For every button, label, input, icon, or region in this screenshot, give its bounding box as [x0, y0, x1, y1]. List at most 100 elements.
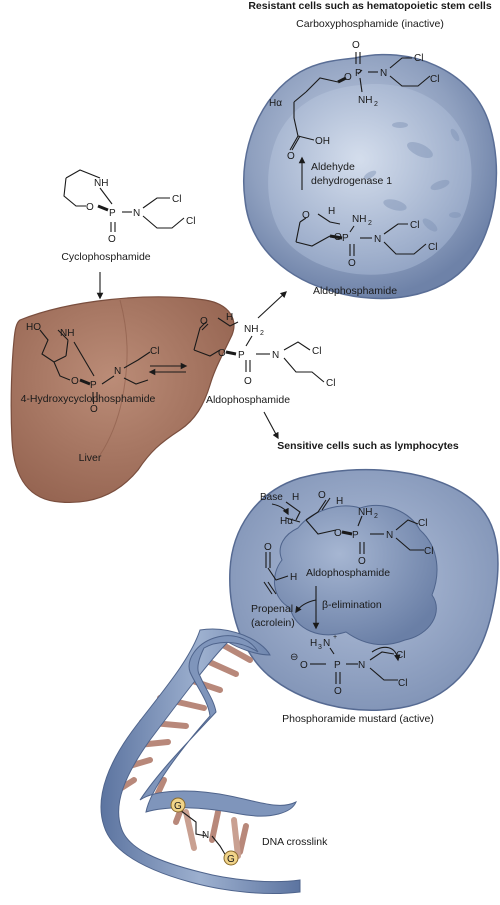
- chem-nh: NH: [60, 328, 74, 339]
- chem-cl: Cl: [326, 378, 335, 389]
- propenal-label-line1: Propenal: [251, 603, 293, 615]
- chem-cl: Cl: [418, 518, 427, 529]
- chem-o: O: [90, 404, 98, 415]
- aldh-label-line2: dehydrogenase 1: [311, 175, 392, 187]
- chem-o: O: [244, 376, 252, 387]
- aldophosphamide-resistant-structure: O H NH 2 P O N O Cl Cl: [295, 206, 437, 269]
- aldophosphamide-sensitive-structure: Base H Hα O H O P NH 2 N O Cl Cl: [260, 490, 433, 567]
- chem-ho: HO: [26, 322, 41, 333]
- carboxyphosphamide-label: Carboxyphosphamide (inactive): [296, 18, 444, 30]
- chem-o: O: [318, 490, 326, 501]
- arrow-to-resistant: [257, 291, 287, 319]
- liver-lobe-line: [99, 299, 128, 456]
- chem-n: N: [358, 660, 365, 671]
- propenal-structure: O H: [263, 542, 297, 595]
- chem-o: O: [287, 151, 295, 162]
- guanine-b: [223, 850, 239, 866]
- resistant-title: Resistant cells such as hematopoietic st…: [248, 0, 492, 12]
- chem-p: P: [352, 530, 359, 541]
- resistant-cell: [243, 53, 498, 300]
- cyclophosphamide-label: Cyclophosphamide: [61, 251, 150, 263]
- aldophosphamide-liver-label: Aldophosphamide: [206, 394, 290, 406]
- sensitive-cell: [229, 468, 499, 711]
- dna-crosslink-label: DNA crosslink: [262, 836, 328, 848]
- chem-o: O: [302, 210, 310, 221]
- chem-nh2: NH: [358, 507, 372, 518]
- chem-nh2: NH: [352, 214, 366, 225]
- chem-charge-plus: +: [333, 634, 337, 641]
- chem-n: N: [380, 68, 387, 79]
- chem-base: Base: [260, 492, 283, 503]
- chem-cl: Cl: [396, 650, 405, 661]
- chem-n: N: [133, 208, 140, 219]
- chem-o: O: [86, 202, 94, 213]
- chem-o: O: [334, 528, 342, 539]
- guanine-a-label: G: [174, 801, 182, 812]
- chem-h: H: [336, 496, 343, 507]
- aldh-label-line1: Aldehyde: [311, 161, 355, 173]
- dna-backbone-b: [139, 635, 297, 817]
- chem-p: P: [334, 660, 341, 671]
- propenal-label-line2: (acrolein): [251, 617, 295, 629]
- cyclophosphamide-structure: NH O P N O Cl Cl: [63, 169, 195, 245]
- chem-nh2: NH: [244, 324, 258, 335]
- chem-oh: OH: [315, 136, 330, 147]
- beta-elimination-label: β-elimination: [322, 599, 382, 611]
- chem-cl: Cl: [414, 53, 423, 64]
- chem-p: P: [238, 350, 245, 361]
- chem-h: H: [328, 206, 335, 217]
- chem-cl: Cl: [430, 74, 439, 85]
- sensitive-title: Sensitive cells such as lymphocytes: [277, 440, 459, 452]
- chem-nh2: NH: [358, 95, 372, 106]
- carboxyphosphamide-structure: O O P N Cl Cl NH 2 Hα O OH: [269, 40, 439, 162]
- chem-n: N: [323, 638, 330, 649]
- chem-h: H: [226, 312, 233, 323]
- dna-helix: [100, 628, 301, 895]
- chem-sub-3: 3: [318, 644, 322, 651]
- aldophosphamide-liver-structure: O H O P NH 2 N O Cl Cl: [193, 312, 335, 389]
- chem-cl: Cl: [424, 546, 433, 557]
- guanine-b-label: G: [227, 854, 235, 865]
- liver-label: Liver: [79, 452, 102, 464]
- chem-o: O: [200, 316, 208, 327]
- arrow-to-sensitive: [263, 411, 279, 440]
- hydroxycyclophosphamide-label: 4-Hydroxycyclophosphamide: [21, 393, 156, 405]
- chem-cl: Cl: [312, 346, 321, 357]
- aldophosphamide-sensitive-label: Aldophosphamide: [306, 567, 390, 579]
- chem-n: N: [272, 350, 279, 361]
- chem-p: P: [90, 380, 97, 391]
- dna-crosslink: G N G: [170, 797, 239, 866]
- aziridinium-arrow: [371, 646, 401, 662]
- chem-nh: NH: [94, 178, 108, 189]
- base-arrow: [271, 503, 289, 516]
- chem-o: O: [358, 556, 366, 567]
- chem-cl: Cl: [410, 220, 419, 231]
- chem-n: N: [114, 366, 121, 377]
- chem-p: P: [342, 233, 349, 244]
- dna-rungs-front: [183, 809, 241, 859]
- sensitive-nucleus-blob: [274, 504, 438, 646]
- chem-n: N: [374, 234, 381, 245]
- chem-sub-2: 2: [374, 513, 378, 520]
- chem-h: H: [292, 492, 299, 503]
- chem-o: O: [348, 258, 356, 269]
- chem-o: O: [108, 234, 116, 245]
- chem-p: P: [109, 208, 116, 219]
- chem-sub-2: 2: [260, 330, 264, 337]
- chem-o: O: [352, 40, 360, 51]
- chem-o: O: [218, 348, 226, 359]
- chem-h-alpha: Hα: [280, 516, 293, 527]
- chem-o: O: [300, 660, 308, 671]
- guanine-a: [170, 797, 186, 813]
- mustard-label: Phosphoramide mustard (active): [282, 713, 434, 725]
- hydroxycyclophosphamide-structure: HO NH O P N O Cl: [26, 322, 159, 415]
- chem-cl: Cl: [428, 242, 437, 253]
- chem-h3n: H: [310, 638, 317, 649]
- propenal-branch-arrow: [295, 599, 317, 614]
- chem-o: O: [264, 542, 272, 553]
- chem-charge-minus: ⊖: [290, 652, 298, 663]
- nucleus-texture: [363, 122, 461, 232]
- chem-o: O: [71, 376, 79, 387]
- chem-h-alpha: Hα: [269, 98, 282, 109]
